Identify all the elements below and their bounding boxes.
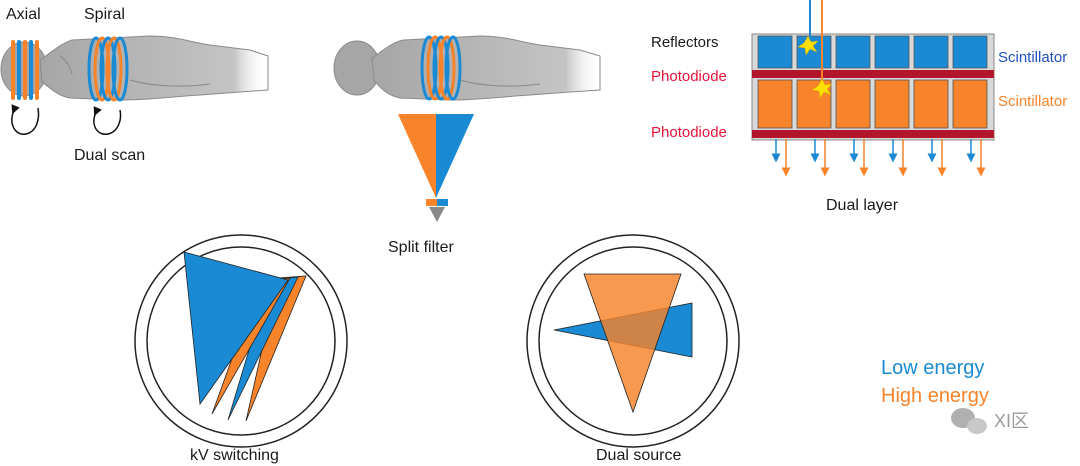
scintillator-top-label: Scintillator <box>998 49 1068 66</box>
dual-layer-detector <box>751 0 995 177</box>
split-filter-label: Split filter <box>388 239 454 256</box>
patient-body-left <box>0 35 269 101</box>
reflectors-label: Reflectors <box>651 34 719 51</box>
output-arrows <box>771 139 986 177</box>
bottom-photodiode-layer <box>752 130 994 138</box>
photodiode-top-label: Photodiode <box>651 68 727 85</box>
photodiode-bottom-label: Photodiode <box>651 124 727 141</box>
watermark-text: XI区 <box>994 411 1030 431</box>
upper-scintillator-cells <box>757 35 988 69</box>
dual-source-gantry <box>526 234 740 448</box>
split-filter-fan <box>398 114 474 222</box>
top-photodiode-layer <box>752 70 994 78</box>
lower-scintillator-cells <box>757 79 988 129</box>
axial-rotation-arrow <box>11 104 40 135</box>
axial-rings <box>11 40 39 100</box>
dual-scan-label: Dual scan <box>74 147 146 164</box>
dual-source-label: Dual source <box>596 447 682 464</box>
spiral-label: Spiral <box>84 6 125 23</box>
dual-layer-label: Dual layer <box>826 197 899 214</box>
legend-high-energy: High energy <box>881 385 989 407</box>
wechat-icon <box>951 408 987 434</box>
kv-switching-label: kV switching <box>190 447 279 464</box>
kv-switching-gantry <box>134 234 348 448</box>
scintillator-bottom-label: Scintillator <box>998 93 1068 110</box>
spark-icon <box>797 35 833 99</box>
split-filter-coils <box>420 35 462 101</box>
spiral-rotation-arrow <box>93 106 122 135</box>
patient-body-middle <box>333 35 601 101</box>
axial-label: Axial <box>6 6 41 23</box>
legend-low-energy: Low energy <box>881 357 985 379</box>
spiral-coils <box>87 36 129 102</box>
